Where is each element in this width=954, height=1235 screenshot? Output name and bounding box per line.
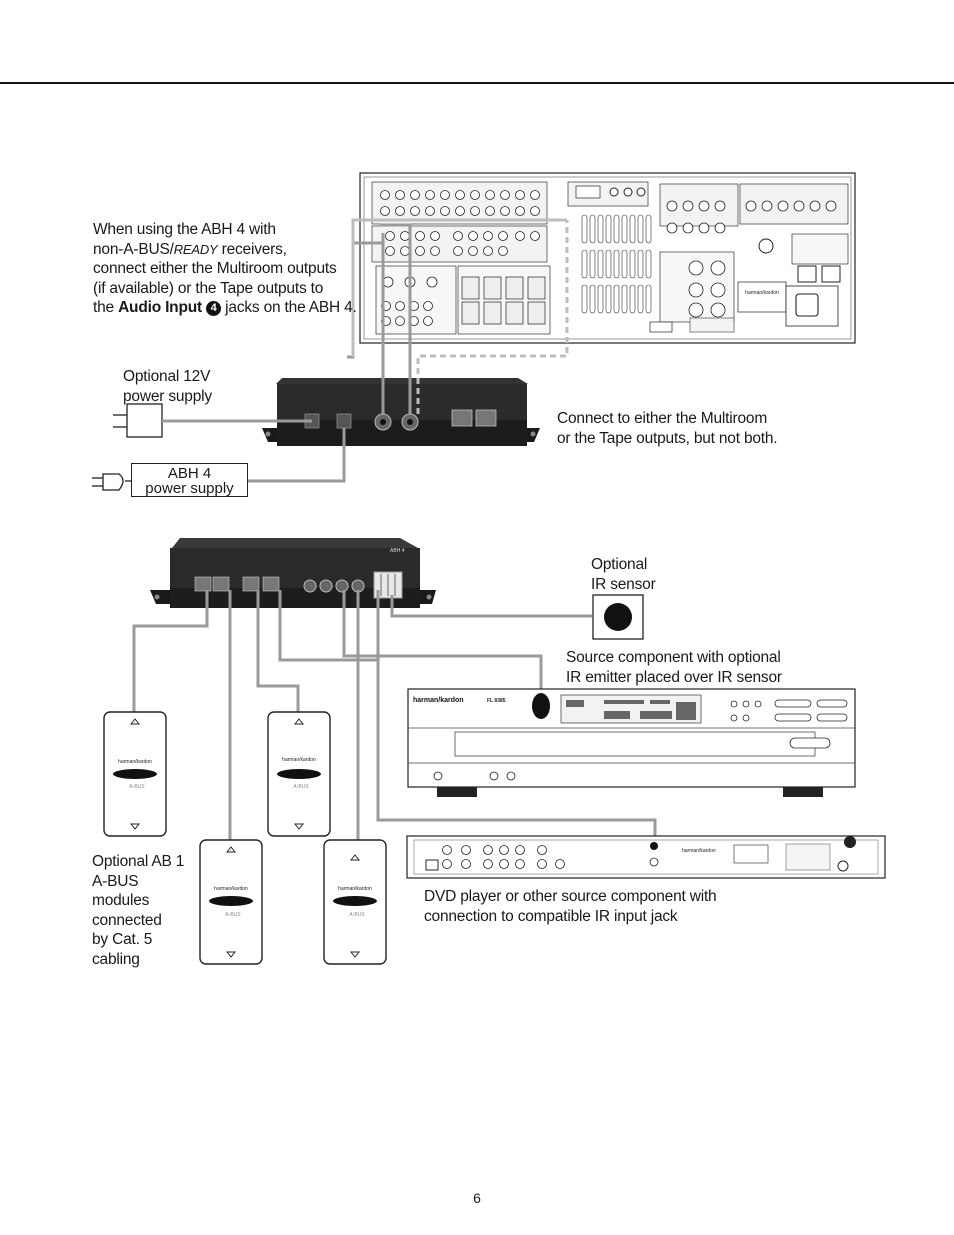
caption-line: modules [92, 892, 150, 909]
caption-line: IR sensor [591, 575, 656, 593]
optional-12v-supply [113, 403, 312, 438]
optional-ir-caption: Optional IR sensor [591, 555, 656, 594]
module-brand: harman/kardon [118, 759, 152, 765]
audio-input-text: Audio Input [118, 299, 202, 316]
abus-module-1: harman/kardon A-BUS [103, 711, 167, 837]
connect-either-caption: Connect to either the Multiroom or the T… [557, 409, 778, 448]
cd-brand: harman/kardon [413, 697, 464, 704]
caption-line: When using the ABH 4 with [93, 221, 276, 238]
optional-power-caption: Optional 12V power supply [123, 367, 212, 406]
caption-line: cabling [92, 950, 140, 968]
module-logo: A-BUS [225, 912, 241, 918]
abh4-note-caption: When using the ABH 4 with non-A-BUS/READ… [93, 220, 357, 318]
caption-line: by Cat. 5 [92, 931, 153, 948]
caption-line: ABH 4 [167, 465, 212, 482]
source-component-caption: Source component with optional IR emitte… [566, 648, 782, 687]
abh4-power-plug [92, 428, 346, 491]
caption-line: the Audio Input 4 jacks on the ABH 4. [93, 298, 357, 318]
abh4-hub-rear [262, 378, 540, 446]
ab1-modules-caption: Optional AB 1 A-BUS modules connected by… [92, 852, 184, 969]
module-logo: A-BUS [349, 912, 365, 918]
caption-fragment: the [93, 299, 119, 316]
caption-line: DVD player or other source component wit… [424, 888, 717, 905]
module-brand: harman/kardon [282, 757, 316, 763]
cd-model: FL 8385 [487, 698, 506, 704]
caption-line: Source component with optional [566, 649, 781, 666]
abus-module-3: harman/kardon A-BUS [199, 839, 263, 965]
caption-line: Optional 12V [123, 368, 211, 385]
caption-line: connection to compatible IR input jack [424, 907, 678, 925]
caption-fragment: receivers, [217, 240, 287, 258]
module-logo: A-BUS [129, 784, 145, 790]
abus-cables [132, 590, 657, 840]
dvd-brand: harman/kardon [682, 848, 716, 854]
header-rule [0, 82, 954, 84]
abh-model-label: ABH 4 [390, 548, 405, 554]
ir-sensor [592, 594, 644, 640]
caption-line: A-BUS [92, 872, 139, 890]
ready-text: READY [173, 241, 218, 257]
receiver-brand: harman/kardon [745, 290, 779, 296]
caption-line: connect either the Multiroom outputs [93, 260, 337, 277]
dvd-player-caption: DVD player or other source component wit… [424, 887, 717, 926]
caption-line: connected [92, 911, 162, 929]
caption-line: Optional AB 1 [92, 853, 185, 870]
abus-module-4: harman/kardon A-BUS [323, 839, 387, 965]
caption-line: power supply [145, 480, 234, 497]
caption-line: or the Tape outputs, but not both. [557, 429, 778, 447]
module-brand: harman/kardon [338, 886, 372, 892]
page-number: 6 [473, 1190, 481, 1206]
abus-module-2: harman/kardon A-BUS [267, 711, 331, 837]
cd-player-front: harman/kardon FL 8385 [407, 688, 856, 797]
caption-line: IR emitter placed over IR sensor [566, 668, 782, 686]
caption-line: Optional [591, 556, 648, 573]
module-logo: A-BUS [293, 784, 309, 790]
receiver-back-panel: harman/kardon [359, 172, 856, 344]
module-brand: harman/kardon [214, 886, 248, 892]
dvd-player-rear: harman/kardon [406, 835, 886, 879]
abh4-power-supply-label: ABH 4 power supply [131, 463, 248, 497]
caption-fragment: non-A-BUS/ [93, 240, 174, 258]
caption-line: non-A-BUS/READY receivers, [93, 240, 357, 260]
caption-line: (if available) or the Tape outputs to [93, 279, 324, 297]
caption-line: Connect to either the Multiroom [557, 410, 768, 427]
receiver-cables [347, 218, 569, 414]
number-badge: 4 [206, 301, 222, 316]
caption-fragment: jacks on the ABH 4. [221, 299, 357, 316]
caption-line: power supply [123, 387, 212, 405]
